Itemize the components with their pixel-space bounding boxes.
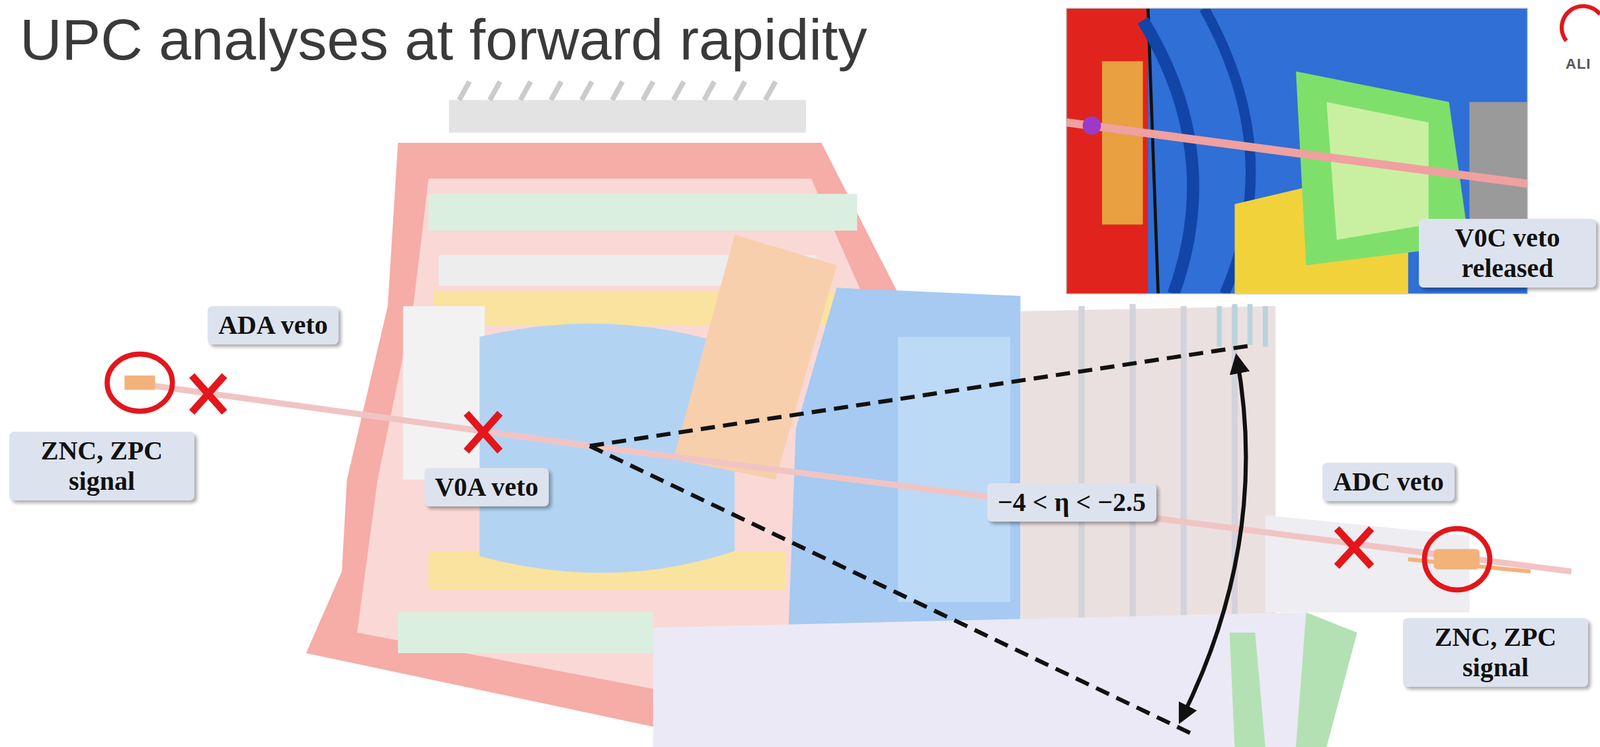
label-box: ADC veto (1322, 462, 1455, 502)
inset-view (1082, 116, 1102, 135)
label-box: V0A veto (424, 468, 550, 507)
label-text: ADA veto (218, 310, 328, 341)
faded-detector (897, 336, 1011, 602)
inset-view (1102, 61, 1144, 225)
inset-view (1066, 7, 1148, 294)
faded-detector (403, 306, 485, 480)
label-text: ZNC, ZPC signal (19, 435, 184, 497)
signal-circle (107, 354, 173, 412)
slide-title: UPC analyses at forward rapidity (19, 7, 867, 73)
faded-detector (1219, 304, 1265, 348)
veto-cross (1336, 528, 1372, 567)
label-text: −4 < η < −2.5 (997, 487, 1146, 518)
faded-detector (428, 193, 857, 231)
label-box: ZNC, ZPC signal (9, 431, 195, 501)
faded-detector (448, 99, 806, 133)
acceptance-arrow (1180, 357, 1247, 721)
veto-cross (466, 413, 500, 451)
faded-detector (398, 612, 654, 654)
signal-circle (1424, 528, 1491, 591)
label-box: V0C veto released (1418, 218, 1597, 288)
veto-cross (191, 375, 225, 413)
label-box: −4 < η < −2.5 (987, 483, 1157, 522)
label-text: V0C veto released (1429, 222, 1586, 284)
logo-mark (1561, 5, 1600, 41)
acceptance-line (589, 345, 1255, 736)
faded-detector (1229, 612, 1358, 747)
label-text: ZNC, ZPC signal (1413, 622, 1578, 683)
inset-view (1143, 20, 1194, 295)
logo-text: ALI (1565, 55, 1591, 73)
faded-detector (153, 386, 1572, 572)
zdc-right (1433, 549, 1480, 570)
inset-view (1066, 122, 1528, 184)
label-text: V0A veto (435, 472, 539, 503)
faded-detector (653, 612, 1327, 747)
label-box: ADA veto (207, 306, 339, 345)
faded-detector (459, 81, 776, 100)
faded-detector (153, 81, 1572, 747)
label-text: ADC veto (1332, 466, 1444, 498)
zdc-left (124, 375, 155, 391)
label-box: ZNC, ZPC signal (1402, 618, 1589, 687)
